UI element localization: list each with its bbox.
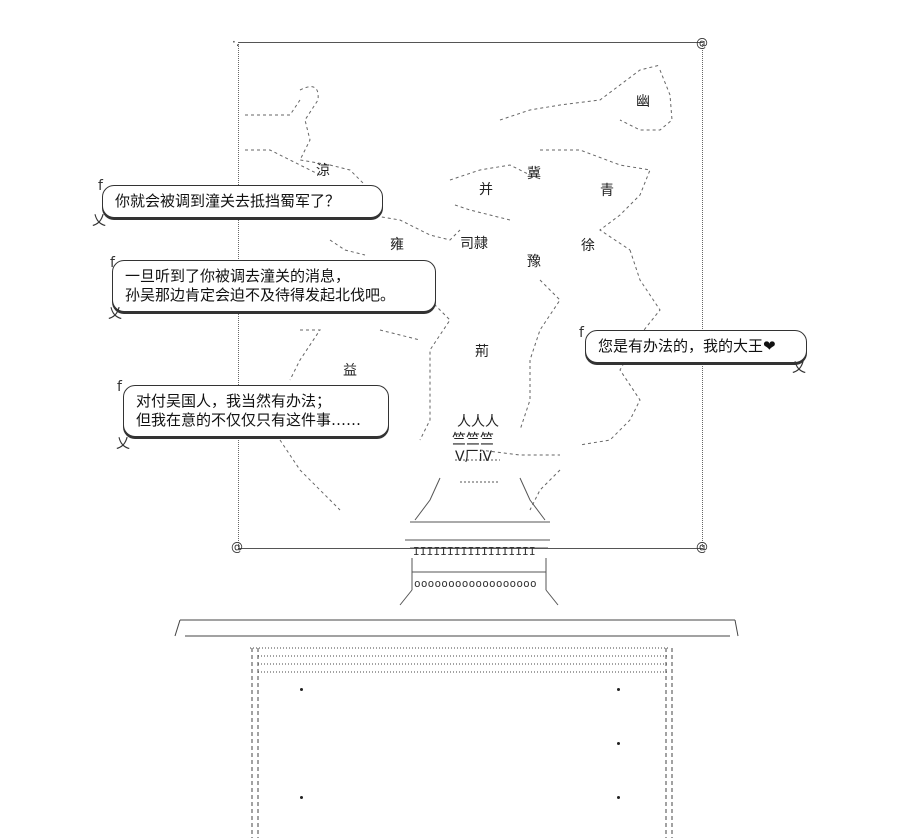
region-bing-label: 并 [479,182,493,198]
table-stud [300,688,303,691]
speech-bubble-1: 你就会被调到潼关去抵挡蜀军了？ [102,185,383,218]
speaker-mark-f: f [117,379,122,395]
speech-bubble-2: 一旦听到了你被调去潼关的消息， 孙吴那边肯定会迫不及待得发起北伐吧。 [112,260,436,312]
speech-bubble-4: 您是有办法的，我的大王❤ [585,330,807,363]
bubble-2-line-2: 孙吴那边肯定会迫不及待得发起北伐吧。 [125,286,396,304]
vase-band: IIIIIIIIIIIIIIIIII [413,545,536,558]
frame-corner-top-left: ·. [232,35,240,49]
region-qing-label: 青 [600,183,614,199]
bubble-3-line-2: 但我在意的不仅仅只有这件事…… [136,411,362,429]
bubble-4-line-1: 您是有办法的，我的大王❤ [598,337,776,355]
region-liang-label: 涼 [316,163,330,179]
region-yong-label: 雍 [390,237,404,253]
speaker-mark-f: f [98,178,103,194]
speaker-mark-x: 乂 [116,436,130,452]
speech-bubble-3: 对付吴国人，我当然有办法； 但我在意的不仅仅只有这件事…… [123,385,389,437]
vase-ring: oooooooooooooooooo [414,577,537,590]
region-ji-label: 冀 [527,166,541,182]
bubble-3-line-1: 对付吴国人，我当然有办法； [136,392,332,410]
region-jing-label: 荊 [475,344,489,360]
frame-corner-bottom-right: @ [696,540,708,554]
frame-corner-bottom-left: @ [231,540,243,554]
region-yi-label: 益 [343,363,357,379]
bubble-2-line-1: 一旦听到了你被调去潼关的消息， [125,267,351,285]
table-stud [617,688,620,691]
speaker-mark-x: 乂 [92,213,106,229]
speaker-mark-x: 乂 [792,360,806,376]
region-you-label: 幽 [636,94,650,110]
frame-corner-top-right: @ [696,36,708,50]
speaker-mark-f: f [110,255,115,271]
region-sili-label: 司隷 [460,236,488,252]
speaker-mark-f: f [579,325,584,341]
table-stud [617,796,620,799]
region-xu-label: 徐 [581,238,595,254]
vase-crown-sub: V厂iV [455,449,493,465]
bubble-1-line-1: 你就会被调到潼关去抵挡蜀军了？ [115,192,341,210]
table-stud [617,742,620,745]
vase-crown-row: 竺竺竺 [452,432,494,448]
vase-crown-top: 人人人 [457,414,499,430]
table-stud [300,796,303,799]
region-yu-label: 豫 [527,254,541,270]
speaker-mark-x: 乂 [108,306,122,322]
